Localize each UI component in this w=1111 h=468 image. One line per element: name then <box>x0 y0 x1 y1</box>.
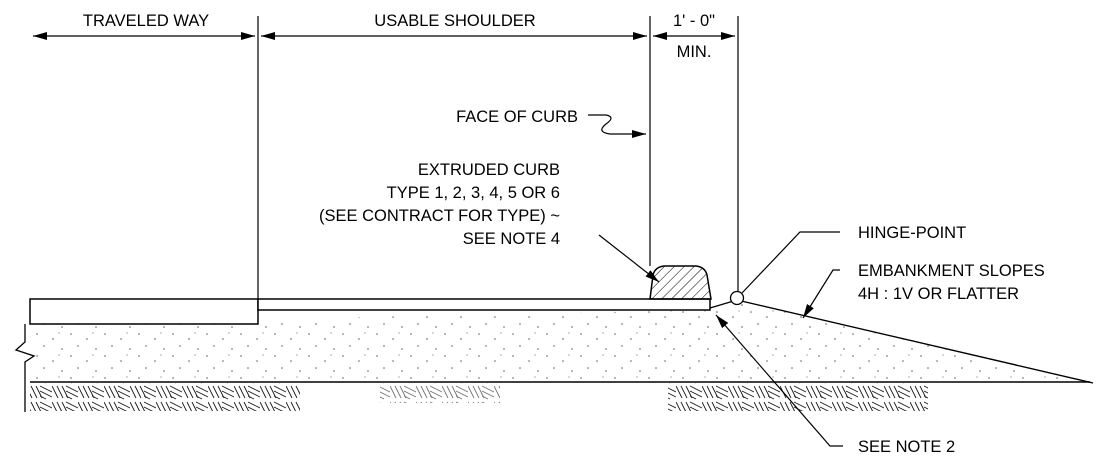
face-of-curb-leader <box>588 114 646 138</box>
usable-shoulder-label: USABLE SHOULDER <box>374 12 535 30</box>
curb-note-line4: SEE NOTE 4 <box>463 230 560 248</box>
slope-leader <box>802 269 840 319</box>
face-of-curb-label: FACE OF CURB <box>456 108 578 126</box>
hinge-point-leader <box>741 231 840 294</box>
break-line <box>14 324 36 412</box>
slope-note-line1: EMBANKMENT SLOPES <box>858 262 1045 280</box>
hinge-point-label: HINGE-POINT <box>858 224 966 242</box>
offset-qualifier-label: MIN. <box>677 43 712 61</box>
offset-value-label: 1' - 0" <box>673 12 715 30</box>
slope-note-line2: 4H : 1V OR FLATTER <box>858 285 1019 303</box>
extruded-curb-callout: EXTRUDED CURB TYPE 1, 2, 3, 4, 5 OR 6 (S… <box>319 161 560 248</box>
hinge-point-marker <box>729 290 745 306</box>
earth-hatch-mid <box>380 383 500 403</box>
extruded-curb <box>649 265 712 300</box>
earth-hatch-left <box>30 383 300 411</box>
curb-leader <box>598 234 660 283</box>
shoulder-pavement <box>257 298 711 311</box>
curb-note-line3: (SEE CONTRACT FOR TYPE) ~ <box>319 207 560 225</box>
see-note-2-label: SEE NOTE 2 <box>858 438 955 456</box>
embankment-slope-line <box>736 299 1094 384</box>
curb-note-line1: EXTRUDED CURB <box>418 161 560 179</box>
traveled-way-pavement <box>29 298 259 325</box>
curb-note-line2: TYPE 1, 2, 3, 4, 5 OR 6 <box>387 184 560 202</box>
traveled-way-label: TRAVELED WAY <box>83 12 209 30</box>
see-note-2-leader <box>715 314 843 447</box>
earth-hatch-right <box>668 383 928 411</box>
natural-ground <box>30 381 1090 411</box>
